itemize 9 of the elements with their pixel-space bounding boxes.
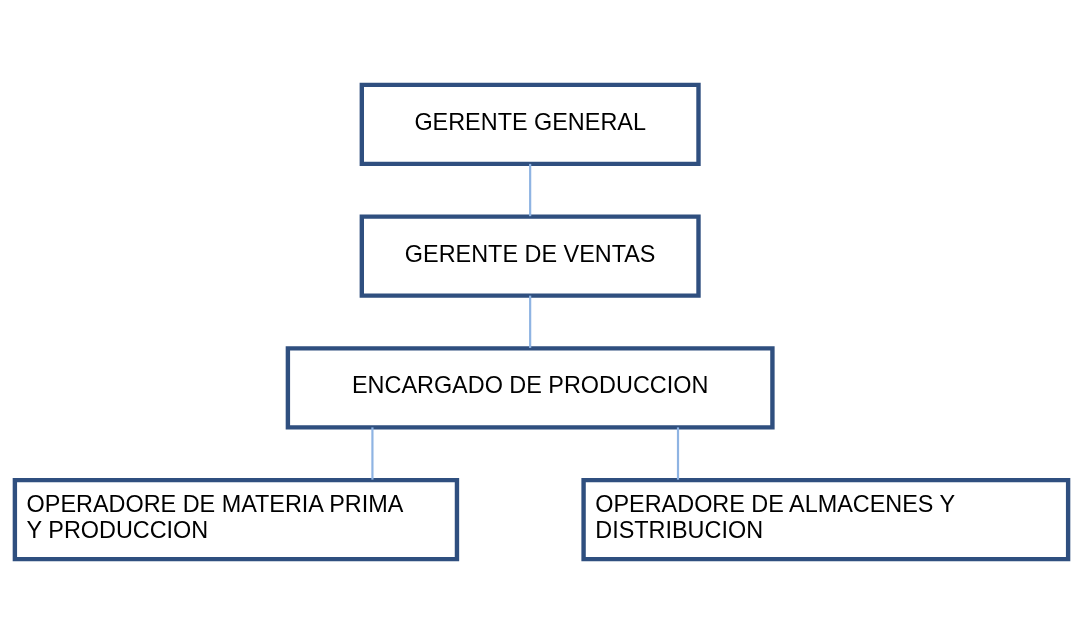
node-box: GERENTE DE VENTAS (359, 214, 701, 298)
node-box: GERENTE GENERAL (359, 82, 701, 167)
node-box: OPERADORE DE MATERIA PRIMA Y PRODUCCION (12, 477, 460, 562)
connector (529, 295, 532, 348)
connector (371, 427, 374, 480)
node-box: OPERADORE DE ALMACENES Y DISTRIBUCION (581, 477, 1071, 562)
node-box: ENCARGADO DE PRODUCCION (285, 346, 775, 430)
connector (529, 163, 532, 217)
connector (676, 427, 680, 480)
